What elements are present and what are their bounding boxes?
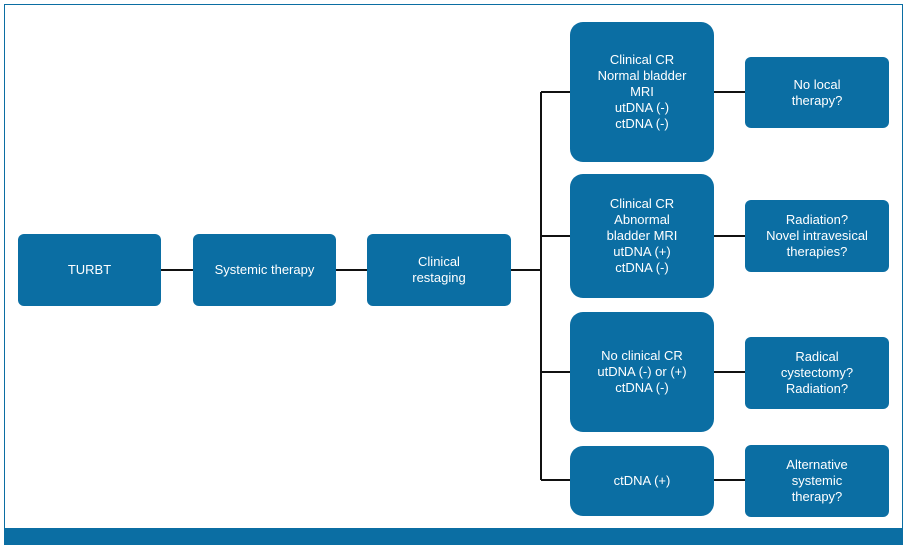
bottom-band xyxy=(4,528,903,545)
action-radical-cystectomy: Radical cystectomy? Radiation? xyxy=(745,337,889,409)
action-alternative-systemic: Alternative systemic therapy? xyxy=(745,445,889,517)
outcome-ctdna-positive: ctDNA (+) xyxy=(570,446,714,516)
outcome-clinical-cr-normal-mri: Clinical CR Normal bladder MRI utDNA (-)… xyxy=(570,22,714,162)
outcome-clinical-cr-abnormal-mri: Clinical CR Abnormal bladder MRI utDNA (… xyxy=(570,174,714,298)
turbt-node: TURBT xyxy=(18,234,161,306)
systemic-therapy-node: Systemic therapy xyxy=(193,234,336,306)
action-radiation-intravesical: Radiation? Novel intravesical therapies? xyxy=(745,200,889,272)
action-no-local-therapy: No local therapy? xyxy=(745,57,889,128)
clinical-restaging-node: Clinical restaging xyxy=(367,234,511,306)
outcome-no-clinical-cr: No clinical CR utDNA (-) or (+) ctDNA (-… xyxy=(570,312,714,432)
